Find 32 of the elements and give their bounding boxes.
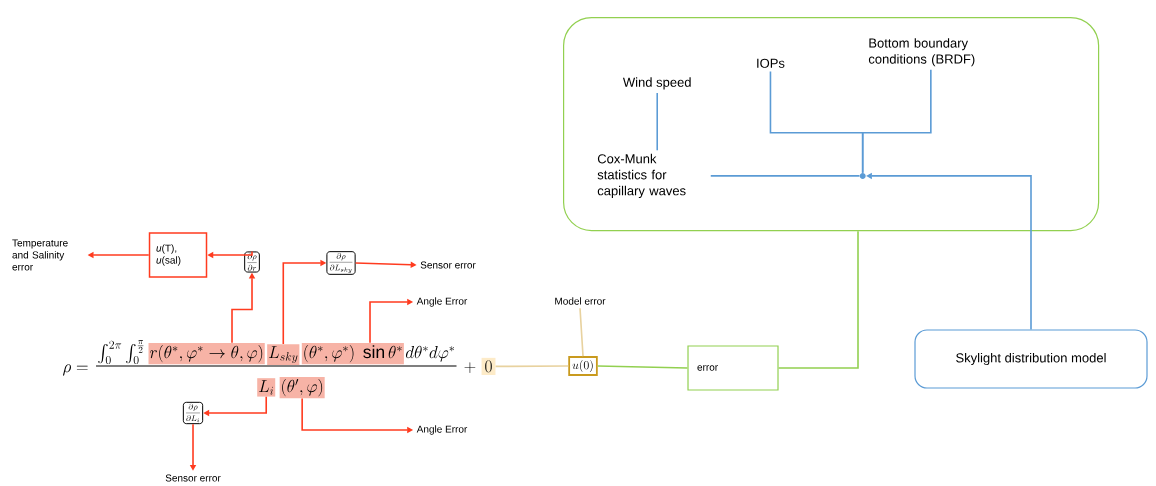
highlighted-term: $L_{sky}$ [267, 344, 300, 365]
text-label: Temperature and Salinity error [12, 239, 68, 271]
derivative-box: $\frac{\partial\rho}{\partial L_{sky}}$ [326, 251, 356, 275]
rounded-box: Skylight distribution model [914, 329, 1148, 389]
text-label: Sensor error [165, 474, 221, 482]
derivative-box: $\frac{\partial\rho}{\partial r}$ [244, 251, 260, 273]
text-label: Angle Error [416, 425, 468, 435]
formula-box: $u(0)$ [568, 356, 598, 376]
connector-line [861, 69, 932, 174]
text-label: Model error [555, 297, 606, 305]
connector-line [656, 92, 658, 152]
connector-line [777, 230, 859, 369]
connector-line [494, 365, 570, 368]
formula: $\rho =$ [63, 364, 88, 376]
highlighted-term: $r(\theta^*,\varphi^*\rightarrow\theta,\varphi)$ [148, 343, 265, 365]
group-box [563, 17, 1100, 232]
term-box: u(T), u(sal) [148, 232, 208, 278]
text-label: Sensor error [420, 261, 476, 269]
text-label: Cox-Munk statistics for capillary waves [597, 153, 686, 198]
connector-line [579, 307, 584, 357]
error-box: error [687, 345, 779, 391]
text-label: IOPs [757, 58, 785, 68]
text-label: Bottom boundary conditions (BRDF) [868, 38, 975, 67]
connector-line [709, 175, 861, 177]
connector-line [596, 365, 689, 369]
derivative-box: $\frac{\partial\rho}{\partial L_i}$ [182, 401, 204, 425]
highlighted-term: $(\theta',\varphi)$ [279, 377, 325, 399]
highlighted-term: $L_i$ [257, 378, 276, 397]
text-label: Wind speed [622, 77, 691, 90]
highlighted-term: $0$ [481, 357, 496, 375]
formula: $d\theta^* d\varphi^*$ [406, 345, 454, 362]
text-label: Angle Error [416, 297, 468, 307]
